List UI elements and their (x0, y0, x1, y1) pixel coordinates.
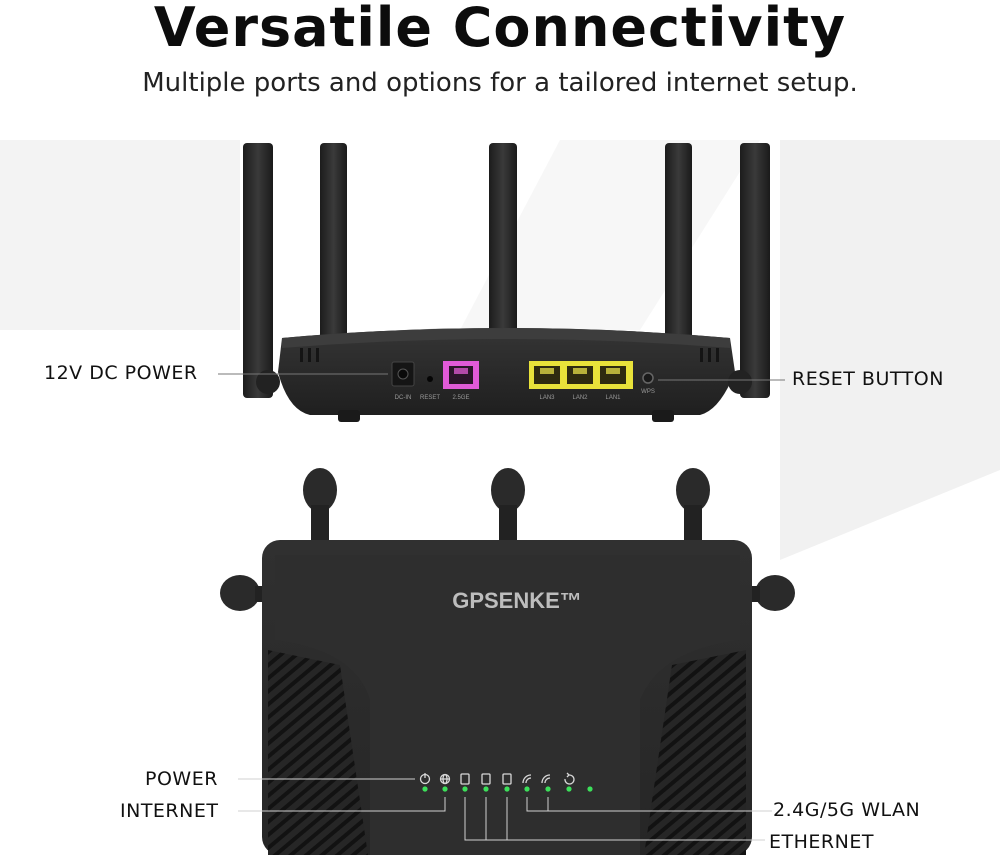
brand-logo: GPSENKE™ (452, 588, 582, 613)
led-row (422, 786, 593, 792)
lan-ports (529, 361, 633, 389)
globe-icon (439, 773, 451, 785)
wan-port (443, 361, 479, 389)
dc-in-port (391, 361, 415, 387)
lan3-icon (502, 773, 512, 785)
wifi-5g-icon (541, 774, 551, 784)
page-title: Versatile Connectivity (153, 0, 847, 59)
wifi-2g-icon (522, 774, 532, 784)
port-label: DC-IN (395, 395, 412, 401)
wps-icon (564, 772, 575, 785)
router-illustration: DC-IN RESET 2.5GE LAN3 LAN2 LAN1 WPS GPS… (0, 140, 1000, 855)
port-label: LAN1 (605, 395, 621, 401)
lan1-icon (460, 773, 470, 785)
callout-wlan-led: 2.4G/5G WLAN (773, 799, 921, 821)
antenna-group (243, 143, 770, 403)
wps-button (642, 372, 654, 384)
callout-dc-power: 12V DC POWER (44, 362, 198, 384)
callout-power-led: POWER (145, 768, 218, 790)
port-label: 2.5GE (452, 395, 469, 401)
port-label: LAN2 (572, 395, 588, 401)
lan2-icon (481, 773, 491, 785)
port-label: WPS (641, 389, 655, 395)
callout-reset-button: RESET BUTTON (792, 368, 944, 390)
power-icon (419, 773, 431, 785)
page-subtitle: Multiple ports and options for a tailore… (142, 68, 858, 98)
port-label: LAN3 (539, 395, 555, 401)
callout-internet-led: INTERNET (120, 800, 219, 822)
callout-ethernet-led: ETHERNET (769, 831, 874, 853)
reset-pinhole (427, 376, 433, 382)
port-label: RESET (420, 395, 440, 401)
